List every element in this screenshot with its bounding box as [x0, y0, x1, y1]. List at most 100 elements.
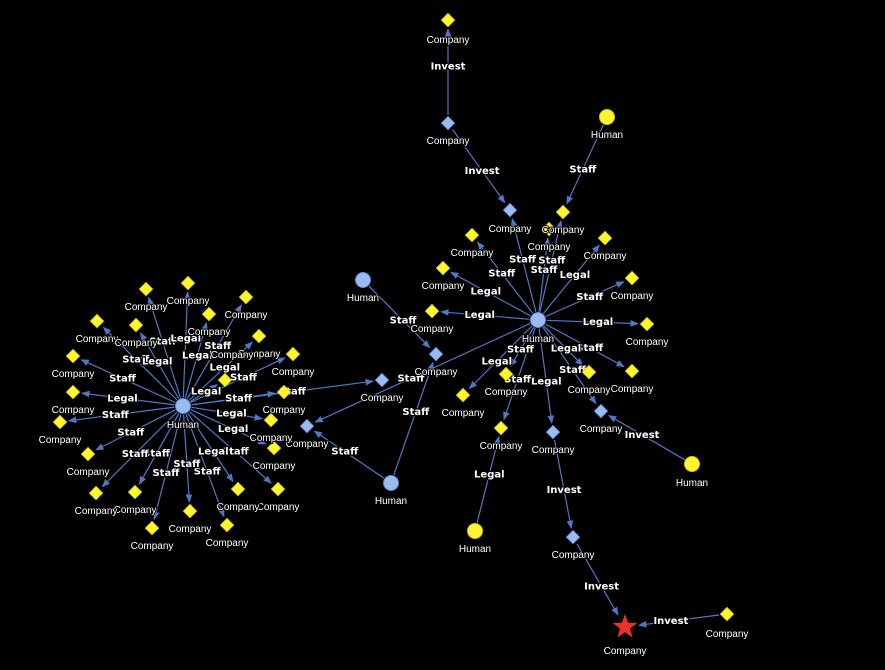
edge-H1-R13[interactable] [510, 326, 535, 368]
edge-H5-R1[interactable] [566, 124, 604, 205]
edge-H4-L14[interactable] [138, 413, 180, 485]
edge-H4-L5[interactable] [190, 357, 286, 403]
human-node-circle-icon[interactable] [530, 312, 546, 328]
edge-H4-L6[interactable] [191, 390, 276, 406]
company-node-diamond-icon[interactable] [624, 270, 640, 286]
edge-H4-L1[interactable] [147, 296, 181, 399]
company-node-diamond-icon[interactable] [238, 289, 254, 305]
company-node-diamond-icon[interactable] [498, 366, 514, 382]
company-node-diamond-icon[interactable] [565, 529, 581, 545]
company-node-diamond-icon[interactable] [493, 420, 509, 436]
edge-H4-L19[interactable] [80, 359, 176, 404]
company-node-diamond-icon[interactable] [374, 372, 390, 388]
company-node-diamond-icon[interactable] [52, 414, 68, 430]
edge-H3-CB3[interactable] [393, 361, 434, 476]
company-node-diamond-icon[interactable] [201, 306, 217, 322]
edge-H6-R12[interactable] [476, 435, 501, 523]
edge-H4-L9[interactable] [189, 411, 272, 484]
company-node-diamond-icon[interactable] [299, 418, 315, 434]
company-node-diamond-icon[interactable] [180, 275, 196, 291]
company-node-diamond-icon[interactable] [251, 328, 267, 344]
edge-H4-L20[interactable] [102, 326, 178, 401]
target-company-star-icon[interactable] [612, 614, 638, 638]
edge-H1-R8[interactable] [545, 281, 625, 318]
company-node-diamond-icon[interactable] [455, 387, 471, 403]
edge-CB7-CB8[interactable] [553, 439, 574, 530]
company-node-diamond-icon[interactable] [555, 204, 571, 220]
company-node-diamond-icon[interactable] [285, 346, 301, 362]
human-node-circle-icon[interactable] [599, 109, 615, 125]
company-node-diamond-icon[interactable] [80, 446, 96, 462]
edge-H1-R2[interactable] [476, 241, 534, 314]
human-node-circle-icon[interactable] [175, 398, 191, 414]
human-node-circle-icon[interactable] [383, 475, 399, 491]
company-node-diamond-icon[interactable] [230, 481, 246, 497]
company-node-diamond-icon[interactable] [424, 303, 440, 319]
company-node-diamond-icon[interactable] [435, 260, 451, 276]
edge-H1-CB4[interactable] [314, 322, 531, 423]
edge-H4-L15[interactable] [101, 411, 178, 488]
company-node-diamond-icon[interactable] [65, 384, 81, 400]
company-node-diamond-icon[interactable] [440, 12, 456, 28]
company-node-diamond-icon[interactable] [217, 372, 233, 388]
company-node-diamond-icon[interactable] [266, 440, 282, 456]
company-node-diamond-icon[interactable] [719, 606, 735, 622]
edge-H4-L16[interactable] [95, 409, 176, 451]
company-node-diamond-icon[interactable] [545, 424, 561, 440]
edge-H4-L23[interactable] [189, 384, 219, 403]
company-node-diamond-icon[interactable] [581, 364, 597, 380]
edge-H1-R10[interactable] [545, 323, 625, 368]
company-node-diamond-icon[interactable] [541, 221, 557, 237]
human-node-circle-icon[interactable] [467, 523, 483, 539]
company-node-diamond-icon[interactable] [428, 346, 444, 362]
company-node-diamond-icon[interactable] [624, 363, 640, 379]
edge-H7-CB6[interactable] [608, 414, 686, 461]
company-node-diamond-icon[interactable] [270, 481, 286, 497]
edge-H4-L12[interactable] [183, 414, 193, 503]
edge-CB8-CT[interactable] [576, 543, 619, 616]
company-node-diamond-icon[interactable] [88, 485, 104, 501]
company-node-diamond-icon[interactable] [597, 230, 613, 246]
edge-H4-L2[interactable] [182, 291, 191, 398]
edge-H4-L17[interactable] [68, 406, 175, 424]
edge-H1-CB7[interactable] [538, 328, 555, 424]
edge-H1-R1[interactable] [539, 219, 563, 312]
company-node-diamond-icon[interactable] [89, 313, 105, 329]
edge-H1-R7[interactable] [542, 244, 600, 314]
company-node-diamond-icon[interactable] [219, 517, 235, 533]
company-node-diamond-icon[interactable] [502, 202, 518, 218]
company-node-diamond-icon[interactable] [144, 520, 160, 536]
edge-H2-CB3[interactable] [368, 285, 431, 349]
company-node-diamond-icon[interactable] [276, 384, 292, 400]
edge-H4-L22[interactable] [184, 321, 208, 398]
company-node-diamond-icon[interactable] [128, 317, 144, 333]
edge-CB1-CB2[interactable] [452, 129, 506, 204]
company-node-diamond-icon[interactable] [593, 403, 609, 419]
company-node-diamond-icon[interactable] [464, 227, 480, 243]
edge-H4-L21[interactable] [139, 332, 180, 399]
edge-H1-R5[interactable] [468, 325, 533, 390]
edge-H1-R12[interactable] [503, 327, 536, 421]
company-node-diamond-icon[interactable] [440, 115, 456, 131]
edge-H1-R6[interactable] [538, 237, 551, 312]
company-node-diamond-icon[interactable] [263, 412, 279, 428]
edge-H1-CB6[interactable] [542, 326, 597, 405]
company-node-diamond-icon[interactable] [639, 316, 655, 332]
edge-H1-R9[interactable] [546, 319, 639, 327]
human-node-circle-icon[interactable] [684, 456, 700, 472]
edge-H1-CB2[interactable] [510, 217, 537, 312]
company-node-diamond-icon[interactable] [182, 503, 198, 519]
edge-H4-L13[interactable] [152, 414, 182, 521]
human-node-circle-icon[interactable] [355, 272, 371, 288]
edge-H4-L18[interactable] [81, 390, 175, 406]
edge-H4-L10[interactable] [187, 412, 234, 483]
company-node-diamond-icon[interactable] [65, 348, 81, 364]
edge-H4-L11[interactable] [185, 413, 225, 518]
edge-H4-L8[interactable] [190, 409, 267, 445]
edge-H4-L7[interactable] [191, 406, 263, 421]
edge-H1-R11[interactable] [543, 325, 584, 367]
edge-H4-L3[interactable] [186, 304, 243, 399]
edge-H3-CB4[interactable] [313, 430, 385, 479]
company-node-diamond-icon[interactable] [127, 484, 143, 500]
edge-H1-R3[interactable] [450, 271, 531, 317]
